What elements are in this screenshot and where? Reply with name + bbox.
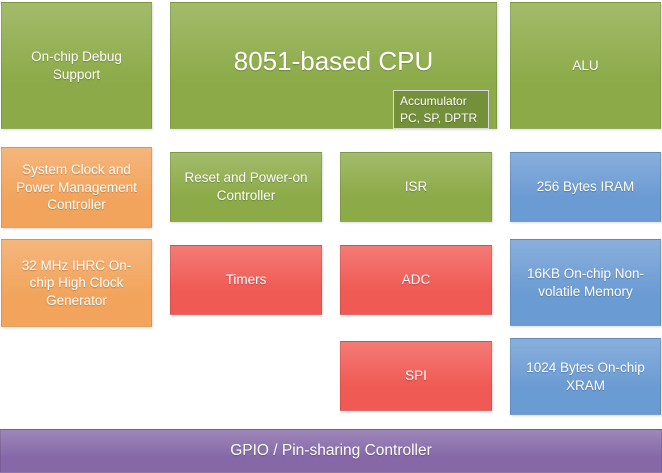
block-nonvolatile-memory: 16KB On-chip Non-volatile Memory	[510, 239, 661, 326]
block-reset-power-on-controller: Reset and Power-on Controller	[170, 152, 322, 222]
block-system-clock-power-mgmt: System Clock and Power Management Contro…	[1, 147, 152, 228]
block-label: SPI	[405, 368, 427, 384]
block-on-chip-debug-support: On-chip Debug Support	[1, 2, 152, 129]
block-spi: SPI	[340, 341, 492, 411]
block-gpio-pin-sharing-controller: GPIO / Pin-sharing Controller	[0, 429, 662, 473]
block-label: On-chip Debug Support	[31, 48, 122, 82]
block-ihrc-clock-generator: 32 MHz IHRC On-chip High Clock Generator	[1, 239, 152, 327]
block-label: ADC	[401, 272, 431, 288]
block-label: ISR	[404, 179, 428, 195]
block-adc: ADC	[340, 245, 492, 315]
registers-label: PC, SP, DPTR	[400, 110, 478, 125]
accumulator-label: Accumulator	[400, 94, 467, 109]
block-isr: ISR	[340, 152, 492, 222]
block-label: ALU	[572, 57, 599, 73]
block-label: Reset and Power-on Controller	[184, 170, 308, 203]
block-xram: 1024 Bytes On-chip XRAM	[510, 338, 661, 415]
block-label: 1024 Bytes On-chip XRAM	[526, 359, 645, 393]
block-label: GPIO / Pin-sharing Controller	[230, 441, 432, 459]
block-accumulator-registers: Accumulator PC, SP, DPTR	[393, 90, 489, 129]
block-label: 256 Bytes IRAM	[536, 179, 635, 195]
block-8051-cpu: 8051-based CPU	[170, 2, 497, 129]
block-label: 16KB On-chip Non-volatile Memory	[526, 265, 645, 299]
block-timers: Timers	[170, 245, 322, 315]
block-label: 32 MHz IHRC On-chip High Clock Generator	[21, 257, 132, 308]
block-alu: ALU	[510, 2, 661, 129]
block-label: System Clock and Power Management Contro…	[16, 162, 137, 213]
block-label: 8051-based CPU	[233, 46, 434, 76]
block-iram: 256 Bytes IRAM	[510, 152, 661, 222]
block-label: Timers	[225, 272, 267, 288]
